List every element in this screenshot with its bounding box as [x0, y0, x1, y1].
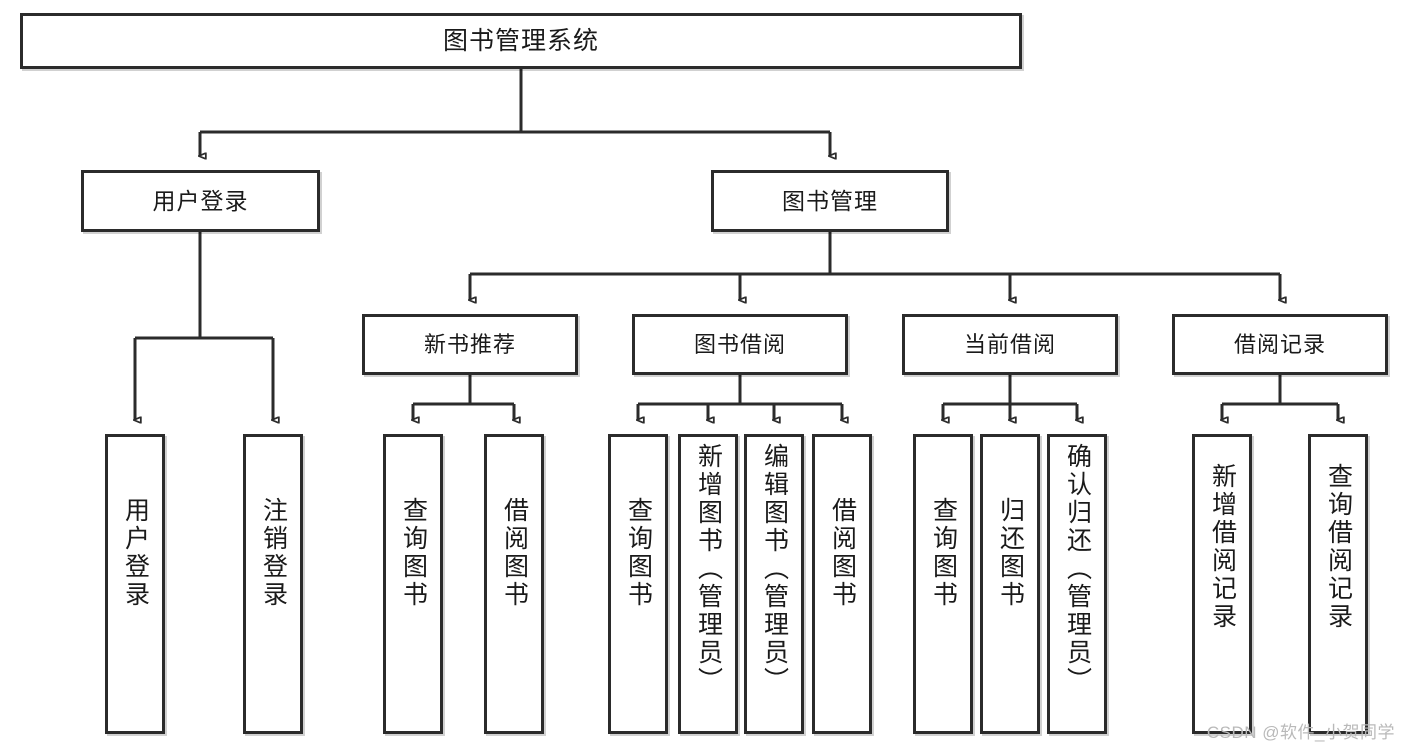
watermark-text: CSDN @软件_小贺同学 — [1206, 723, 1395, 742]
node-user-login[interactable]: 用户登录 — [81, 170, 320, 232]
leaf-current-query-book[interactable]: 查询图书 — [913, 434, 973, 734]
leaf-borrow-borrow-book[interactable]: 借阅图书 — [812, 434, 872, 734]
leaf-borrow-query-book[interactable]: 查询图书 — [608, 434, 668, 734]
leaf-record-add-borrow-record[interactable]: 新增借阅记录 — [1192, 434, 1252, 734]
node-label: 借阅图书 — [828, 497, 857, 609]
leaf-current-return-book[interactable]: 归还图书 — [980, 434, 1040, 734]
node-label: 借阅记录 — [1233, 331, 1326, 357]
node-label: 查询图书 — [399, 497, 428, 609]
leaf-record-query-borrow-record[interactable]: 查询借阅记录 — [1308, 434, 1368, 734]
leaf-borrow-edit-book-admin[interactable]: 编辑图书（管理员） — [744, 434, 804, 734]
node-current-borrow[interactable]: 当前借阅 — [902, 314, 1118, 375]
node-label: 查询图书 — [624, 497, 653, 609]
node-root-system[interactable]: 图书管理系统 — [20, 13, 1022, 69]
leaf-borrow-add-book-admin[interactable]: 新增图书（管理员） — [678, 434, 738, 734]
node-label: 查询借阅记录 — [1324, 463, 1353, 631]
leaf-user-login-signin[interactable]: 用户登录 — [105, 434, 165, 734]
node-label: 用户登录 — [152, 187, 249, 214]
leaf-current-confirm-return-admin[interactable]: 确认归还（管理员） — [1047, 434, 1107, 734]
node-label: 新书推荐 — [423, 331, 516, 357]
node-label: 编辑图书（管理员） — [760, 443, 789, 695]
node-label: 图书借阅 — [693, 331, 786, 357]
node-label: 确认归还（管理员） — [1063, 443, 1092, 695]
node-label: 当前借阅 — [963, 331, 1056, 357]
node-label: 借阅图书 — [500, 497, 529, 609]
node-label: 查询图书 — [929, 497, 958, 609]
node-label: 图书管理 — [782, 187, 878, 214]
node-label: 归还图书 — [996, 497, 1025, 609]
leaf-recommend-query-book[interactable]: 查询图书 — [383, 434, 443, 734]
node-label: 注销登录 — [259, 497, 288, 609]
node-book-borrow[interactable]: 图书借阅 — [632, 314, 848, 375]
leaf-recommend-borrow-book[interactable]: 借阅图书 — [484, 434, 544, 734]
node-book-management[interactable]: 图书管理 — [711, 170, 949, 232]
leaf-user-login-signout[interactable]: 注销登录 — [243, 434, 303, 734]
node-borrow-record[interactable]: 借阅记录 — [1172, 314, 1388, 375]
node-new-book-recommend[interactable]: 新书推荐 — [362, 314, 578, 375]
node-label: 新增借阅记录 — [1208, 463, 1237, 631]
node-label: 新增图书（管理员） — [694, 443, 723, 695]
node-label: 用户登录 — [121, 497, 150, 609]
node-label: 图书管理系统 — [442, 26, 599, 55]
